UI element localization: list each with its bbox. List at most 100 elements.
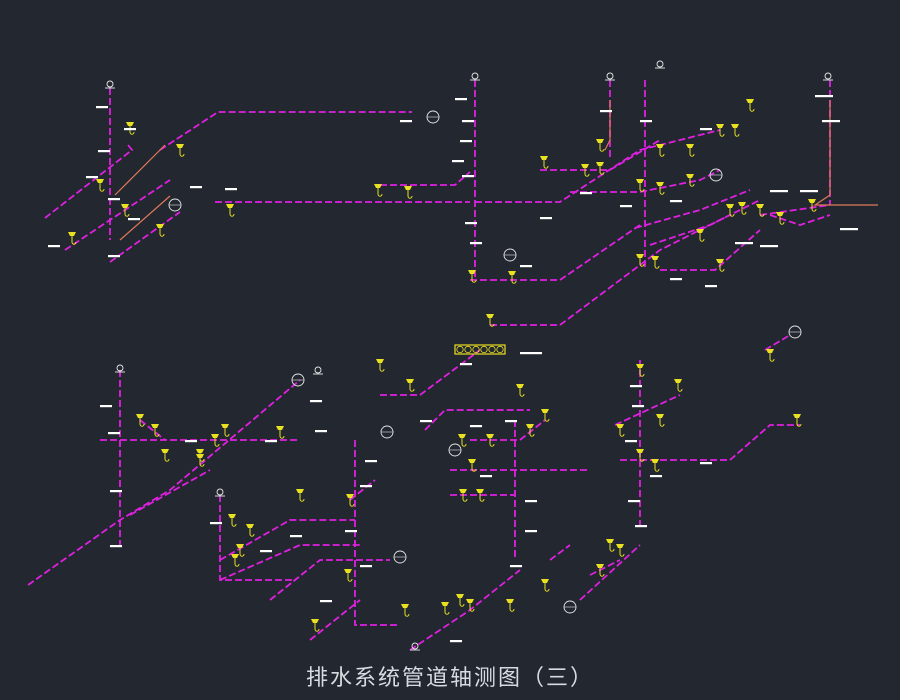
- fixture-symbol: [756, 204, 765, 217]
- trap-icon: [654, 260, 660, 269]
- pipe-label-mark: [290, 535, 302, 538]
- trap-icon: [229, 208, 235, 217]
- pipe-label-mark: [98, 150, 110, 153]
- pipe-label-mark: [640, 120, 652, 123]
- section-marker: [448, 443, 462, 457]
- fixture-symbol: [276, 426, 285, 439]
- fixture-bowl: [596, 162, 604, 166]
- manifold-cell: [456, 345, 464, 354]
- fixture-symbol: [516, 384, 525, 397]
- trap-icon: [407, 190, 413, 199]
- pipe-label-mark: [580, 192, 592, 195]
- drain-pipe: [579, 544, 641, 601]
- vent-cap: [823, 72, 833, 81]
- fixture-bowl: [246, 524, 254, 528]
- fixture-bowl: [96, 179, 104, 183]
- fixture-symbol: [468, 459, 477, 472]
- trap-icon: [639, 453, 645, 462]
- trap-icon: [654, 463, 660, 472]
- drain-pipe: [589, 559, 621, 576]
- fixture-bowl: [808, 199, 816, 203]
- fixture-symbol: [228, 514, 237, 527]
- fixture-bowl: [651, 256, 659, 260]
- trap-icon: [129, 126, 135, 135]
- fixture-symbol: [376, 359, 385, 372]
- fixture-bowl: [68, 232, 76, 236]
- fixture-symbol: [121, 204, 130, 217]
- fixture-symbol: [636, 449, 645, 462]
- trap-icon: [314, 623, 320, 632]
- fixture-symbol: [731, 124, 740, 137]
- manifold-cell: [480, 345, 488, 354]
- pipe-label-mark: [670, 200, 682, 203]
- pipe-label-mark: [525, 530, 537, 533]
- fixture-symbol: [374, 184, 383, 197]
- trap-icon: [124, 208, 130, 217]
- drain-pipe: [139, 419, 166, 441]
- drain-pipe: [470, 419, 546, 441]
- fixture-bowl: [228, 514, 236, 518]
- fixture-bowl: [526, 424, 534, 428]
- drain-pipe: [354, 440, 400, 626]
- fixture-symbol: [196, 449, 205, 462]
- trap-icon: [543, 160, 549, 169]
- trap-icon: [677, 383, 683, 392]
- fixture-symbol: [606, 539, 615, 552]
- fixture-symbol: [176, 144, 185, 157]
- drain-pipe: [614, 394, 681, 426]
- pipe-label-mark: [700, 462, 712, 465]
- fixture-symbol: [211, 434, 220, 447]
- fixture-symbol: [486, 314, 495, 327]
- pipe-label-mark: [822, 120, 840, 123]
- drain-pipe: [269, 559, 390, 601]
- pipe-label-mark: [124, 128, 136, 131]
- fixture-symbol: [468, 270, 477, 283]
- fixture-bowl: [508, 271, 516, 275]
- drain-pipe: [490, 214, 731, 326]
- fixture-symbol: [808, 199, 817, 212]
- fixture-bowl: [656, 182, 664, 186]
- fixture-bowl: [211, 434, 219, 438]
- drain-pipe: [634, 189, 751, 229]
- fixture-symbol: [459, 489, 468, 502]
- pipe-label-mark: [625, 440, 637, 443]
- fixture-bowl: [616, 544, 624, 548]
- vent-pipe: [813, 100, 878, 206]
- fixture-symbol: [156, 224, 165, 237]
- fixture-symbol: [466, 599, 475, 612]
- trap-icon: [689, 148, 695, 157]
- trap-icon: [462, 493, 468, 502]
- section-marker: [168, 198, 182, 212]
- drain-pipe: [159, 111, 412, 151]
- fixture-bowl: [636, 254, 644, 258]
- pipe-label-mark: [360, 485, 372, 488]
- fixture-symbol: [506, 599, 515, 612]
- drain-pipe: [109, 211, 181, 263]
- fixture-bowl: [716, 124, 724, 128]
- fixture-bowl: [606, 539, 614, 543]
- pipe-label-mark: [800, 190, 818, 193]
- fixture-bowl: [540, 156, 548, 160]
- pipe-label-mark: [815, 95, 833, 98]
- trap-icon: [199, 458, 205, 467]
- fixture-symbol: [686, 174, 695, 187]
- vent-cap: [605, 72, 615, 81]
- trap-icon: [759, 208, 765, 217]
- fixture-symbol: [68, 232, 77, 245]
- drain-pipe: [759, 204, 831, 216]
- fixture-symbol: [674, 379, 683, 392]
- fixture-symbol: [246, 524, 255, 537]
- trap-icon: [659, 148, 665, 157]
- section-marker: [393, 550, 407, 564]
- fixture-bowl: [656, 144, 664, 148]
- trap-icon: [619, 548, 625, 557]
- pipe-label-mark: [96, 106, 108, 109]
- drain-pipe: [769, 214, 831, 226]
- fixture-symbol: [716, 124, 725, 137]
- fixture-bowl: [731, 124, 739, 128]
- fixture-bowl: [196, 449, 204, 453]
- fixture-symbol: [441, 602, 450, 615]
- cap-circle: [116, 364, 124, 372]
- fixture-symbol: [404, 186, 413, 199]
- pipe-label-mark: [86, 176, 98, 179]
